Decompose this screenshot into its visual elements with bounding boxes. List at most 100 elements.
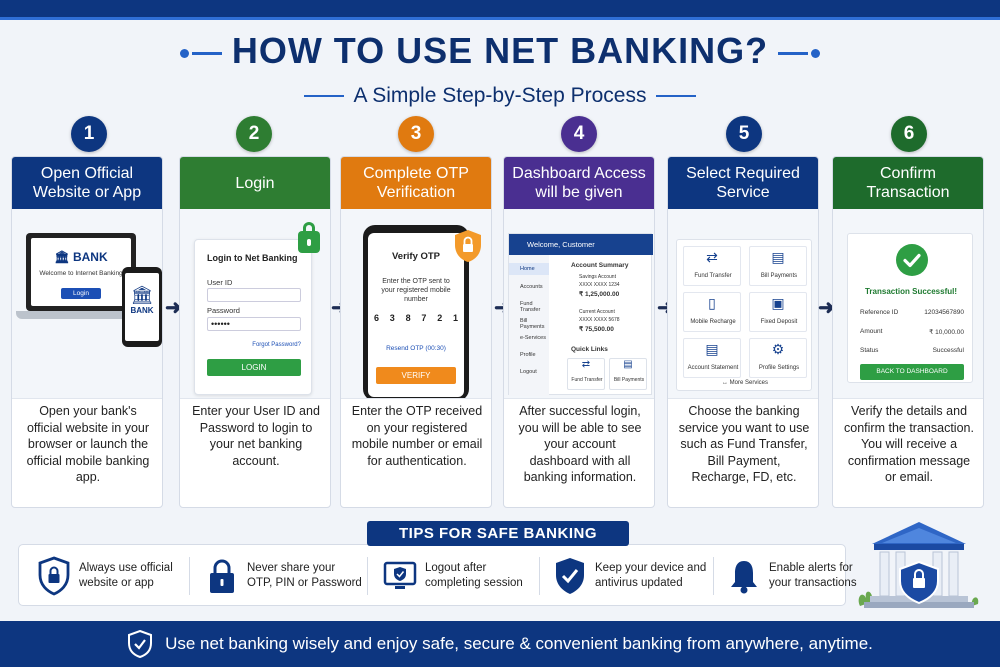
transfer-icon: ⇄ — [706, 249, 718, 265]
statement-icon: ▤ — [705, 341, 719, 357]
shield-check-icon — [556, 558, 584, 594]
tip-text: Always use official website or app — [79, 562, 173, 589]
amount-value: ₹ 10,000.00 — [929, 329, 964, 336]
step-3-illustration: Verify OTP Enter the OTP sent to your re… — [341, 209, 491, 399]
dashboard-menu: Home Accounts Fund Transfer Bill Payment… — [509, 255, 549, 396]
phone-icon: 🏛 BANK — [122, 267, 162, 347]
service-bill-payments[interactable]: ▤ Bill Payments — [749, 246, 807, 286]
title-decor-right — [778, 48, 821, 58]
profile-gear-icon: ⚙ — [771, 341, 785, 357]
account-1-type: Savings Account — [579, 274, 616, 280]
shield-lock-icon — [38, 556, 70, 596]
check-circle-icon — [896, 244, 928, 276]
menu-item-home[interactable]: Home — [509, 263, 549, 275]
resend-otp-link[interactable]: Resend OTP (00:30) — [386, 345, 446, 352]
otp-screen: Verify OTP Enter the OTP sent to your re… — [368, 233, 464, 397]
service-fund-transfer[interactable]: ⇄ Fund Transfer — [683, 246, 741, 286]
step-4-title: Dashboard Access will be given — [504, 157, 654, 209]
verify-button[interactable]: VERIFY — [376, 367, 456, 384]
user-id-input[interactable] — [207, 288, 301, 302]
otp-info-text: Enter the OTP sent to your registered mo… — [381, 278, 451, 303]
step-card-4: Dashboard Access will be given Welcome, … — [503, 156, 655, 508]
dashboard-window: Welcome, Customer Home Accounts Fund Tra… — [508, 233, 653, 396]
tip-text: Never share your OTP, PIN or Password — [247, 562, 362, 589]
tip-item-logout: Logout after completing session — [383, 555, 535, 597]
transaction-success-text: Transaction Successful! — [864, 287, 958, 296]
service-profile-settings[interactable]: ⚙ Profile Settings — [749, 338, 807, 378]
login-form-title: Login to Net Banking — [207, 253, 298, 263]
tip-divider — [367, 557, 368, 595]
step-card-1: Open Official Website or App 🏛 BANK Welc… — [11, 156, 163, 508]
menu-item-accounts[interactable]: Accounts — [520, 284, 543, 290]
amount-label: Amount — [860, 328, 883, 335]
tip-item-official: Always use official website or app — [37, 555, 179, 597]
step-card-2: Login Login to Net Banking User ID Passw… — [179, 156, 331, 508]
step-card-3: Complete OTP Verification Verify OTP Ent… — [340, 156, 492, 508]
page-title: HOW TO USE NET BANKING? — [0, 30, 1000, 72]
tip-text: Enable alerts for your transactions — [769, 562, 857, 589]
tips-panel: Always use official website or app Never… — [18, 544, 857, 606]
back-to-dashboard-button[interactable]: BACK TO DASHBOARD — [860, 364, 964, 380]
service-fixed-deposit[interactable]: ▣ Fixed Deposit — [749, 292, 807, 332]
service-label: Mobile Recharge — [690, 319, 736, 325]
otp-digits[interactable]: 6 3 8 7 2 1 — [374, 313, 458, 323]
arrow-right-icon: ➜ — [165, 297, 182, 319]
otp-digit: 3 — [389, 313, 395, 323]
step-6-title: Confirm Transaction — [833, 157, 983, 209]
step-3-title: Complete OTP Verification — [341, 157, 491, 209]
menu-item-bill-payments[interactable]: Bill Payments — [520, 318, 545, 330]
service-label: Fixed Deposit — [760, 319, 798, 325]
lock-icon — [298, 222, 320, 253]
service-mobile-recharge[interactable]: ▯ Mobile Recharge — [683, 292, 741, 332]
password-input[interactable]: •••••• — [207, 317, 301, 331]
transfer-icon: ⇄ — [581, 359, 591, 370]
step-1-description: Open your bank's official website in you… — [26, 404, 150, 484]
step-card-6: Confirm Transaction Transaction Successf… — [832, 156, 984, 508]
reference-id-label: Reference ID — [860, 309, 899, 316]
subtitle-line-right — [656, 95, 697, 98]
user-id-label: User ID — [207, 278, 233, 287]
top-band — [0, 0, 1000, 20]
account-summary-title: Account Summary — [571, 262, 629, 269]
quick-link-bill-payments[interactable]: ▤ Bill Payments — [609, 358, 647, 390]
otp-digit: 6 — [374, 313, 380, 323]
forgot-password-link[interactable]: Forgot Password? — [252, 342, 301, 348]
account-1-balance: ₹ 1,25,000.00 — [579, 291, 620, 298]
menu-item-e-services[interactable]: e-Services — [520, 335, 546, 341]
tip-text: Keep your device and antivirus updated — [595, 562, 707, 589]
padlock-icon — [210, 559, 234, 593]
step-3-number: 3 — [398, 116, 434, 152]
menu-item-logout[interactable]: Logout — [520, 369, 537, 375]
tip-item-never-share: Never share your OTP, PIN or Password — [205, 555, 362, 597]
step-4-illustration: Welcome, Customer Home Accounts Fund Tra… — [504, 209, 654, 399]
subtitle-line-left — [303, 95, 344, 98]
step-1-title: Open Official Website or App — [12, 157, 162, 209]
menu-item-fund-transfer[interactable]: Fund Transfer — [520, 301, 541, 313]
step-5-illustration: ⇄ Fund Transfer ▤ Bill Payments ▯ Mobile… — [668, 209, 818, 399]
welcome-customer-text: Welcome, Customer — [527, 240, 595, 249]
quick-link-bill-payments-label: Bill Payments — [613, 377, 645, 383]
shield-check-icon — [128, 630, 153, 658]
laptop-base — [16, 311, 144, 319]
arrow-right-icon: ➜ — [818, 297, 835, 319]
account-2-number: XXXX XXXX 5678 — [579, 317, 620, 323]
bank-building-icon — [858, 522, 979, 608]
laptop-bank-label: BANK — [72, 250, 108, 264]
bank-building-icon: 🏛 — [54, 250, 70, 264]
footer-text: Use net banking wisely and enjoy safe, s… — [165, 634, 873, 653]
service-account-statement[interactable]: ▤ Account Statement — [683, 338, 741, 378]
success-panel: Transaction Successful! Reference ID 120… — [847, 233, 973, 383]
service-label: Fund Transfer — [694, 273, 732, 279]
step-4-description: After successful login, you will be able… — [518, 404, 642, 484]
account-1-number: XXXX XXXX 1234 — [579, 282, 620, 288]
reference-id-value: 12034567890 — [924, 309, 964, 316]
password-label: Password — [207, 306, 240, 315]
otp-digit: 7 — [421, 313, 427, 323]
quick-link-fund-transfer[interactable]: ⇄ Fund Transfer — [567, 358, 605, 390]
menu-item-profile[interactable]: Profile — [520, 352, 536, 358]
step-2-title: Login — [180, 157, 330, 209]
more-services-link[interactable]: ↔ More Services — [721, 380, 768, 386]
laptop-login-button[interactable]: Login — [61, 288, 101, 299]
quick-link-fund-transfer-label: Fund Transfer — [571, 377, 603, 383]
login-button[interactable]: LOGIN — [207, 359, 301, 376]
